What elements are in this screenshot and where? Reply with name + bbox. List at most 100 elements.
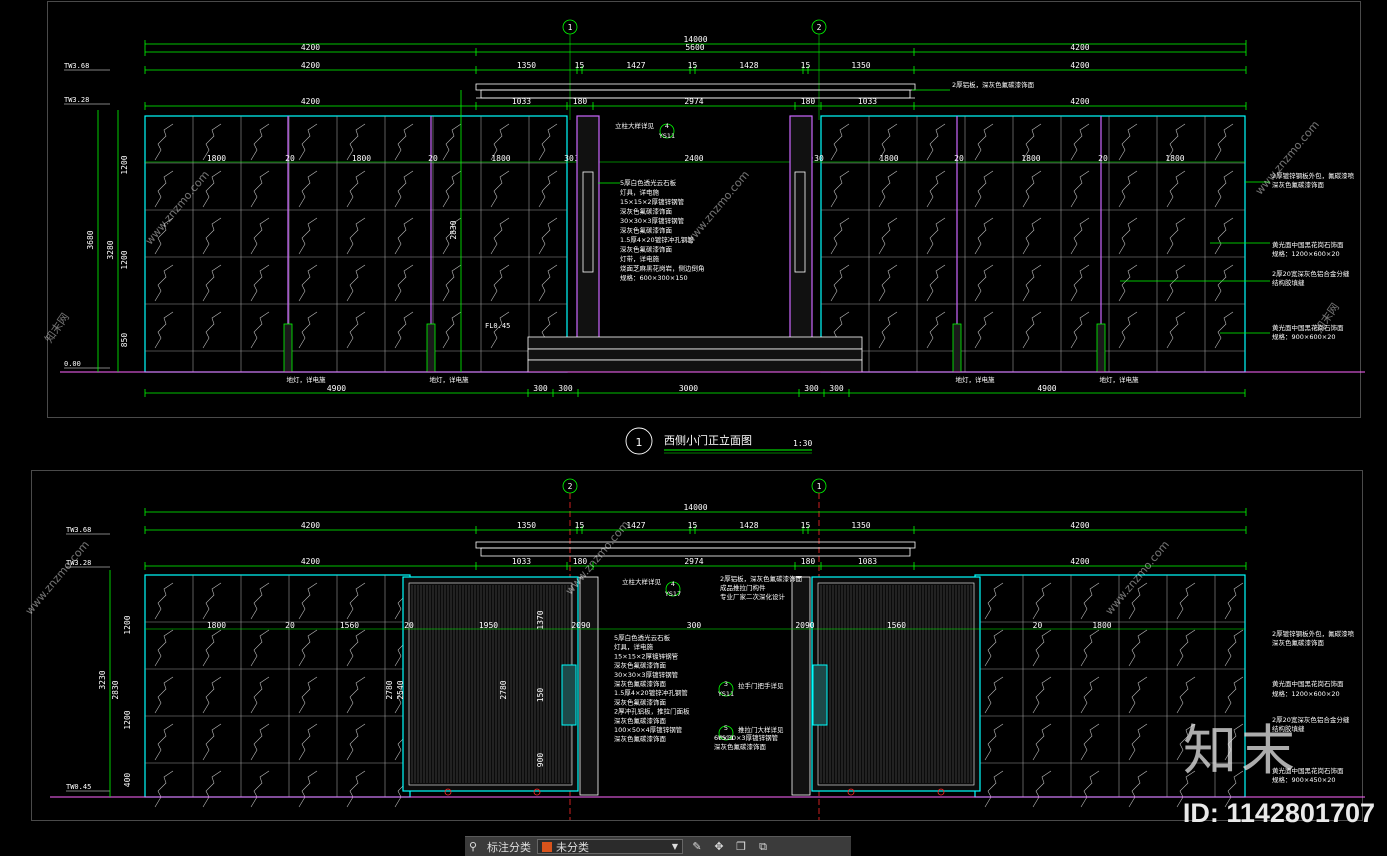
right-note: 黄光面中国黑花岗石饰面 (1272, 323, 1344, 332)
center-note: 烧面芝麻黑花岗岩，侧边倒角 (620, 264, 705, 273)
left-stone-wall-vein (538, 264, 558, 302)
category-select[interactable]: 未分类 ▼ (537, 839, 683, 854)
left-dim-label: 850 (120, 333, 129, 348)
left-stone-wall-vein (202, 170, 222, 208)
bot-row4-dim-label: 1083 (858, 557, 877, 566)
left-stone-wall-vein (538, 217, 558, 255)
right-stone-wall-vein (830, 217, 850, 255)
paste-icon[interactable]: ⧉ (759, 839, 767, 853)
right-stone-wall-vein (1166, 311, 1186, 349)
panel-width-label: 1800 (879, 154, 898, 163)
bot-center-note: 15×15×2厚镀锌钢管 (614, 651, 679, 660)
bot-right-stone-wall-vein (1128, 723, 1148, 761)
left-stone-wall-vein (298, 311, 318, 349)
bot-right-stone-wall-vein (984, 676, 1004, 714)
right-stone-wall-vein (1022, 217, 1042, 255)
center-note: 15×15×2厚镀锌钢管 (620, 197, 685, 206)
bot-left-stone-wall-vein (346, 676, 366, 714)
right-stone-wall-vein (1070, 217, 1090, 255)
bot-left-stone-wall-vein (202, 676, 222, 714)
bot-right-stone-wall-vein (1128, 582, 1148, 620)
left-stone-wall-vein (538, 170, 558, 208)
annotation-toolbar: ⚲ 标注分类 未分类 ▼ ✎ ✥ ❐ ⧉ (465, 836, 851, 856)
right-stone-wall-vein (974, 123, 994, 161)
bot-panel-width-label: 20 (1033, 621, 1043, 630)
right-stone-wall-vein (1214, 264, 1234, 302)
bot-right-note: 黄光面中国黑花岗石饰面 (1272, 766, 1344, 775)
bot-left-dim-label: 1200 (123, 710, 132, 729)
top-row2-dim-label: 5600 (685, 43, 704, 52)
left-stone-wall-vein (394, 264, 414, 302)
bot-left-stone-wall-vein (154, 582, 174, 620)
bot-right-stone-wall-vein (1224, 770, 1244, 808)
bot-left-stone-wall-vein (298, 770, 318, 808)
edit-icon[interactable]: ✎ (692, 840, 702, 853)
bot-right-note: 规格：900×450×20 (1272, 775, 1335, 784)
bot-right-stone-wall-vein (1224, 723, 1244, 761)
mid-dim-label: 2830 (449, 220, 458, 239)
left-stone-wall-vein (490, 170, 510, 208)
left-stone-wall-vein (490, 311, 510, 349)
right-door-handle (812, 664, 828, 726)
center-note: 深灰色氟碳漆饰面 (620, 207, 673, 216)
left-stone-wall-vein (202, 123, 222, 161)
top-row3-dim-label: 1427 (626, 61, 645, 70)
bot-right-stone-wall-vein (1080, 770, 1100, 808)
bot-left-dim-label: 400 (123, 773, 132, 788)
bot-row3-dim-label: 15 (801, 521, 811, 530)
handle-bubble (718, 681, 734, 697)
move-icon[interactable]: ✥ (714, 840, 724, 853)
panel-width-label: 1800 (1165, 154, 1184, 163)
bot-left-stone-wall-vein (250, 676, 270, 714)
right-note: 2厚镀锌钢板外包，氟碳漆喷 (1272, 171, 1355, 180)
left-column (576, 115, 600, 339)
left-stone-wall-vein (298, 217, 318, 255)
right-stone-wall-vein (926, 123, 946, 161)
center-note: 深灰色氟碳漆饰面 (620, 226, 673, 235)
right-stone-wall-vein (830, 170, 850, 208)
right-stone-wall-vein (1070, 170, 1090, 208)
right-stone-wall-vein (1118, 217, 1138, 255)
category-swatch (542, 841, 552, 852)
bot-left-stone-wall-vein (346, 629, 366, 667)
level-label: 0.00 (64, 360, 81, 368)
right-stone-wall-vein (878, 217, 898, 255)
center-note: 灯带，详电施 (620, 254, 660, 263)
top-row3-dim-label: 1428 (739, 61, 758, 70)
right-stone-wall-vein (1166, 217, 1186, 255)
drawing-scale: 1:30 (793, 439, 812, 448)
axis-bubble-label: 2 (817, 23, 822, 32)
bot-right-stone-wall-vein (1032, 770, 1052, 808)
copy-icon[interactable]: ❐ (736, 840, 746, 853)
bot-right-stone-wall-vein (1032, 582, 1052, 620)
filter-icon[interactable]: ⚲ (468, 840, 478, 853)
door-dim-label: 900 (536, 753, 545, 768)
axis-bubble-label: 1 (568, 23, 573, 32)
bot-canopy-top (475, 541, 916, 549)
right-stone-wall-vein (974, 264, 994, 302)
bot-right-stone-wall-vein (984, 629, 1004, 667)
left-stone-wall-vein (298, 123, 318, 161)
right-stone-wall-vein (1022, 170, 1042, 208)
watermark-logo: 知末 (1183, 719, 1299, 782)
bot-center-note: 2厚冲孔铝板，推拉门面板 (614, 707, 690, 716)
center-note: 深灰色氟碳漆饰面 (620, 245, 673, 254)
top-overall-dim-label: 14000 (683, 35, 707, 44)
bot-row3-dim-label: 4200 (1070, 521, 1089, 530)
bot-right-stone-wall-vein (1080, 676, 1100, 714)
bot-row3-dim-label: 1350 (517, 521, 536, 530)
left-stone-wall-vein (154, 170, 174, 208)
watermark-text: www.znzmo.com (23, 538, 92, 617)
bot-detail-sheet: YS17 (664, 590, 681, 598)
bot-center-note: 1.5厚4×20镀锌冲孔钢管 (614, 688, 688, 697)
right-stone-wall-vein (1022, 311, 1042, 349)
center-note: 5厚白色透光云石板 (620, 178, 677, 187)
door-dim-label: 1370 (536, 610, 545, 629)
panel-width-label: 1800 (207, 154, 226, 163)
bot-left-dim-label: 2830 (111, 680, 120, 699)
center-note: 1.5厚4×20镀锌冲孔钢管 (620, 235, 694, 244)
bot-center-note: 深灰色氟碳漆饰面 (614, 679, 667, 688)
watermark-text: 知末网 (42, 310, 72, 345)
right-stone-wall-vein (1118, 170, 1138, 208)
